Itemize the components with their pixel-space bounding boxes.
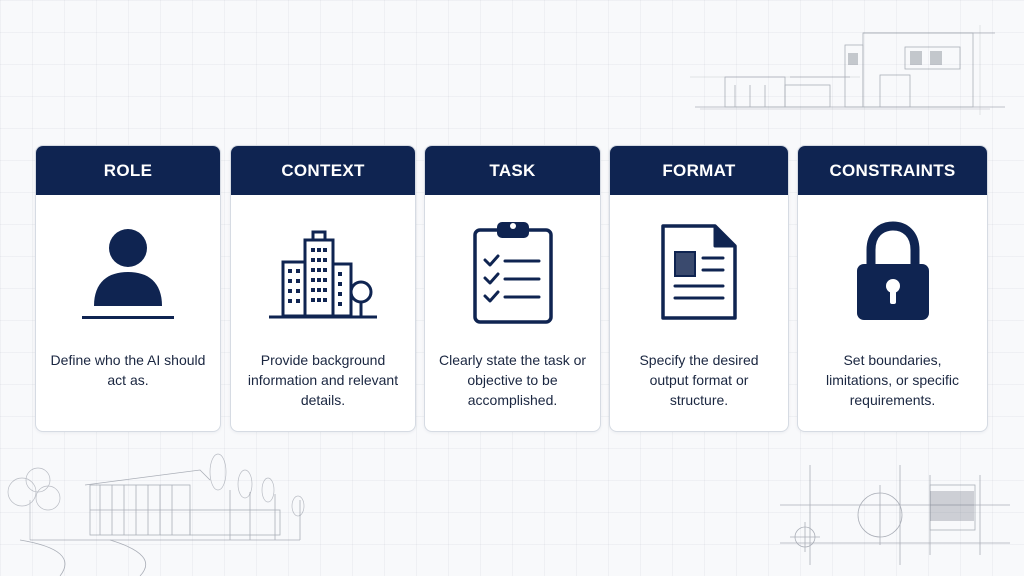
technical-drawing-bottom-right — [780, 465, 1010, 565]
card-description: Define who the AI should act as. — [50, 352, 206, 388]
card-description: Specify the desired output format or str… — [639, 352, 759, 408]
card-title: CONSTRAINTS — [798, 146, 987, 195]
document-icon — [610, 218, 788, 326]
card-title: TASK — [425, 146, 600, 195]
card-title: FORMAT — [610, 146, 788, 195]
card-context: CONTEXT — [230, 145, 416, 432]
card-description: Clearly state the task or objective to b… — [438, 352, 587, 408]
padlock-icon — [798, 218, 987, 326]
person-icon — [36, 218, 220, 326]
architecture-sketch-top-right — [690, 25, 1005, 115]
card-task: TASK Clearly state the task or objective… — [424, 145, 601, 432]
card-format: FORMAT Specify the desired output format… — [609, 145, 789, 432]
card-constraints: CONSTRAINTS Set boundaries, limitations,… — [797, 145, 988, 432]
card-description: Provide background information and relev… — [247, 352, 399, 408]
architecture-sketch-bottom-left — [7, 453, 305, 576]
card-role: ROLE Define who the AI should act as. — [35, 145, 221, 432]
card-title: CONTEXT — [231, 146, 415, 195]
card-description: Set boundaries, limitations, or specific… — [825, 352, 960, 408]
buildings-icon — [231, 218, 415, 326]
clipboard-checklist-icon — [425, 218, 600, 326]
card-title: ROLE — [36, 146, 220, 195]
